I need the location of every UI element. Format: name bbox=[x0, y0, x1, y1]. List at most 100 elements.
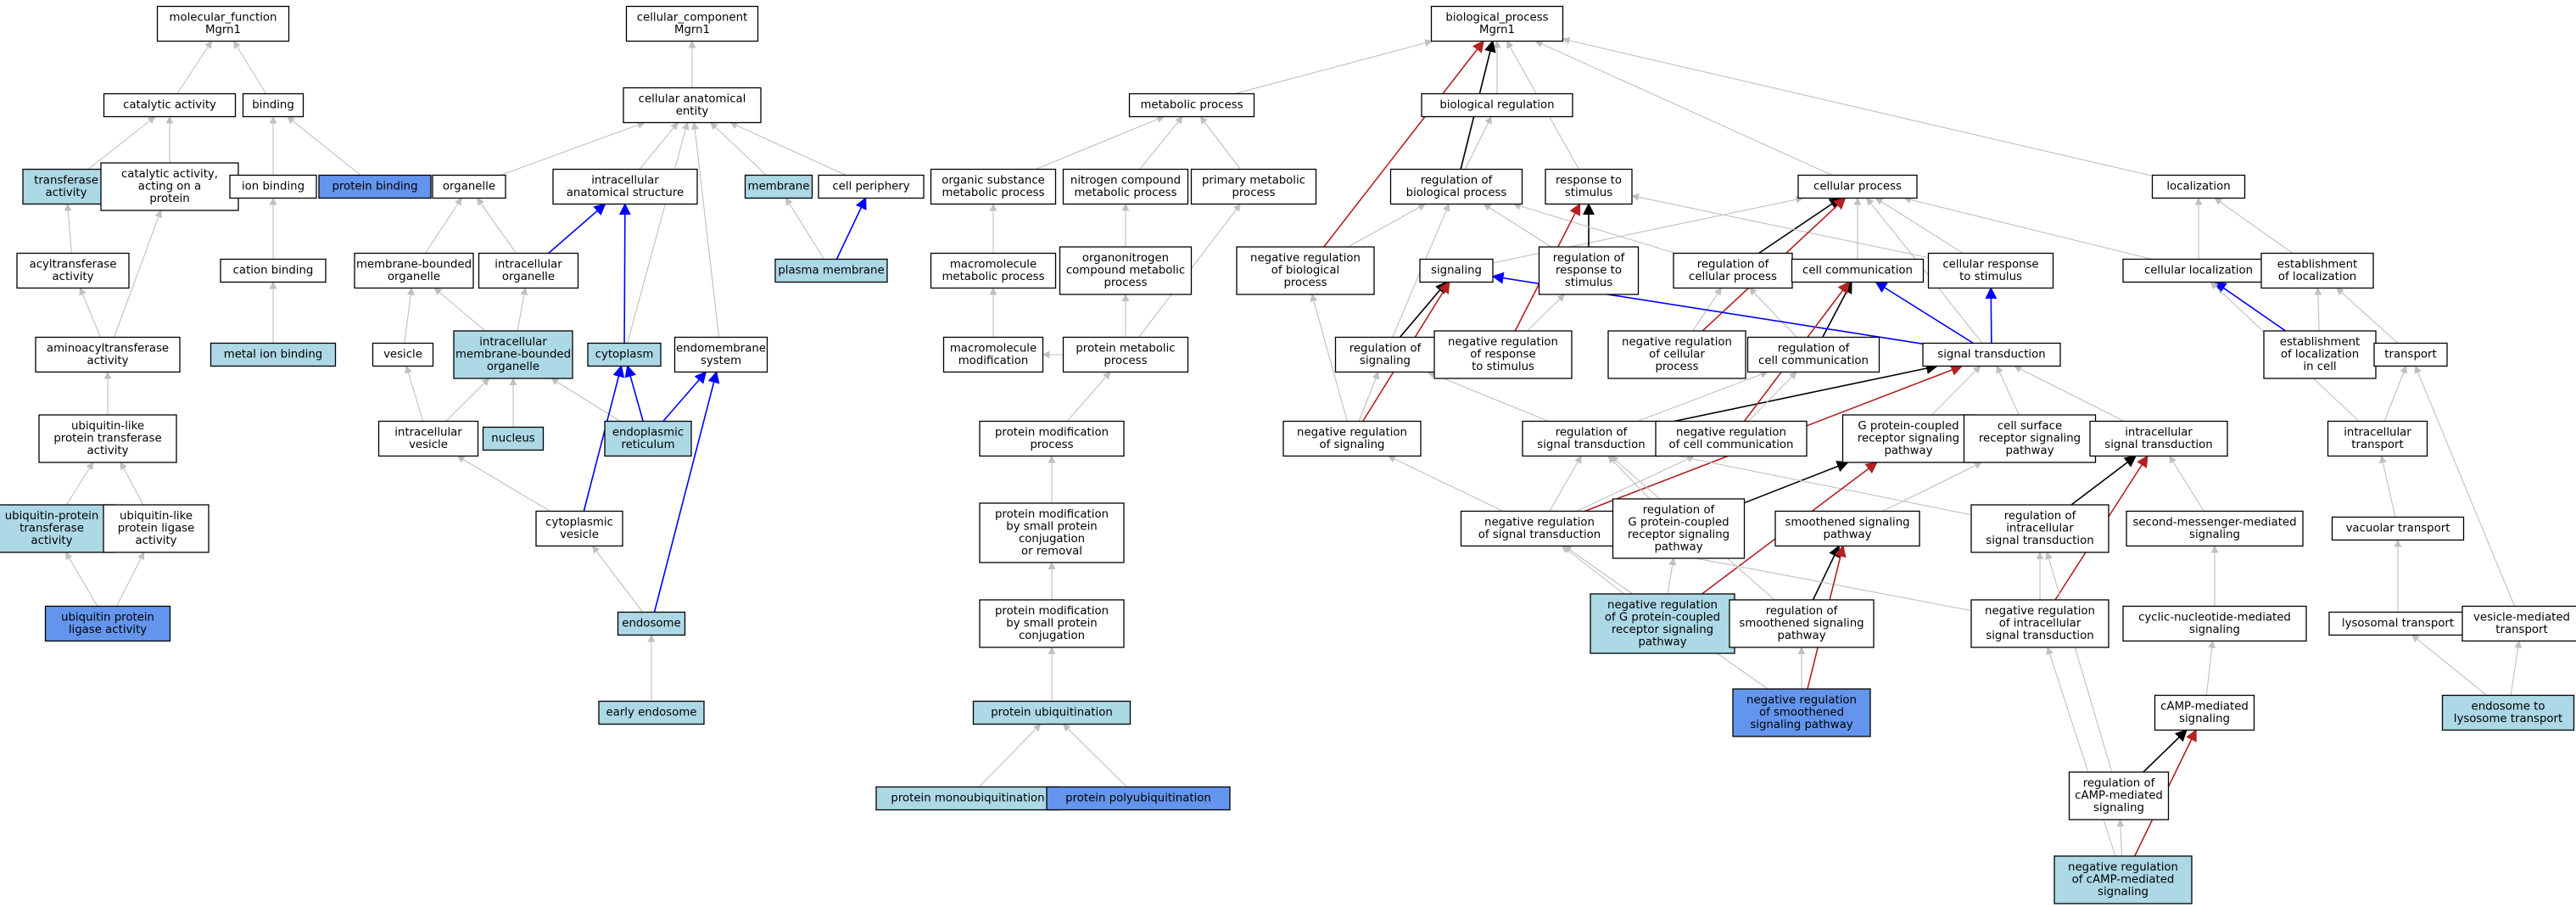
node-protpoly[interactable]: protein polyubiquitination bbox=[1046, 786, 1231, 811]
node-catact[interactable]: catalytic activity bbox=[103, 92, 237, 118]
node-metalbind[interactable]: metal ion binding bbox=[210, 342, 337, 367]
edge-regbp-to-bioreg bbox=[1464, 115, 1492, 170]
node-plasmamem[interactable]: plasma membrane bbox=[774, 258, 888, 283]
node-ionbind[interactable]: ion binding bbox=[229, 174, 317, 199]
node-cellcomm[interactable]: cell communication bbox=[1791, 258, 1925, 283]
node-cellproc[interactable]: cellular process bbox=[1797, 174, 1918, 199]
node-cellperiph[interactable]: cell periphery bbox=[818, 174, 925, 199]
node-cytoplasm[interactable]: cytoplasm bbox=[587, 342, 662, 367]
node-label-line: activity bbox=[45, 187, 87, 199]
node-endosome[interactable]: endosome bbox=[617, 611, 686, 636]
node-label-line: of cAMP-mediated bbox=[2072, 874, 2175, 887]
node-localization[interactable]: localization bbox=[2151, 174, 2246, 199]
node-metproc[interactable]: metabolic process bbox=[1128, 92, 1255, 118]
node-binding[interactable]: binding bbox=[242, 92, 305, 118]
node-sigtrans[interactable]: signal transduction bbox=[1922, 342, 2061, 367]
node-label-line: negative regulation bbox=[1622, 336, 1732, 349]
node-nucleus[interactable]: nucleus bbox=[482, 426, 545, 451]
edge-catact-to-mf bbox=[176, 40, 213, 94]
node-organelle[interactable]: organelle bbox=[432, 174, 506, 199]
node-earlyendo[interactable]: early endosome bbox=[598, 700, 705, 725]
node-signaling[interactable]: signaling bbox=[1419, 258, 1494, 283]
node-protmono[interactable]: protein monoubiquitination bbox=[875, 786, 1060, 811]
node-cationbind[interactable]: cation binding bbox=[220, 258, 327, 283]
node-protbind[interactable]: protein binding bbox=[318, 174, 432, 199]
node-lysotrans[interactable]: lysosomal transport bbox=[2328, 611, 2467, 636]
node-vactrans[interactable]: vacuolar transport bbox=[2331, 516, 2465, 541]
node-transport[interactable]: transport bbox=[2373, 342, 2448, 367]
node-label-line: pathway bbox=[1777, 630, 1825, 642]
node-membrane[interactable]: membrane bbox=[744, 174, 813, 199]
node-vesicle[interactable]: vesicle bbox=[372, 342, 434, 367]
node-bioreg[interactable]: biological regulation bbox=[1421, 92, 1573, 118]
node-cellloc[interactable]: cellular localization bbox=[2122, 258, 2275, 283]
node-label-line: protein polyubiquitination bbox=[1065, 792, 1211, 805]
node-protubi[interactable]: protein ubiquitination bbox=[972, 700, 1132, 725]
